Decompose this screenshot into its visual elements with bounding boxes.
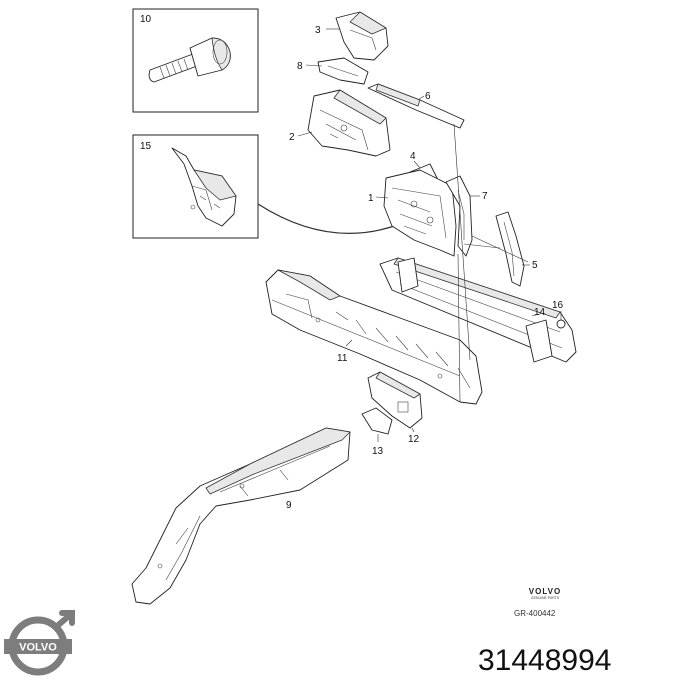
part-number: 31448994 bbox=[478, 644, 612, 677]
callout-2: 2 bbox=[289, 132, 295, 143]
inset-leader-curve bbox=[257, 203, 401, 234]
logo-text: VOLVO bbox=[19, 642, 57, 654]
callout-10: 10 bbox=[140, 14, 152, 25]
part-1-wheelhouse: 1 bbox=[368, 169, 457, 257]
callout-8: 8 bbox=[297, 61, 303, 72]
bolt-illustration bbox=[148, 37, 231, 83]
part-8-bracket: 8 bbox=[297, 57, 369, 85]
brand-name: VOLVO bbox=[528, 587, 562, 596]
assembly-guide-lines bbox=[453, 123, 529, 403]
callout-6: 6 bbox=[425, 91, 431, 102]
callout-4: 4 bbox=[410, 151, 416, 162]
callout-12: 12 bbox=[408, 434, 420, 445]
part-9-side-member: 9 bbox=[131, 427, 351, 605]
callout-3: 3 bbox=[315, 25, 321, 36]
callout-5: 5 bbox=[532, 260, 538, 271]
volvo-iron-mark-icon: VOLVO bbox=[4, 610, 75, 676]
part-6-rail: 6 bbox=[367, 83, 465, 129]
inset-box-bolt: 10 bbox=[132, 8, 259, 113]
part-16-nut: 16 bbox=[552, 300, 566, 329]
callout-16: 16 bbox=[552, 300, 564, 311]
callout-13: 13 bbox=[372, 446, 384, 457]
bracket-illustration bbox=[171, 147, 237, 227]
inset-box-bracket: 15 bbox=[132, 134, 259, 239]
callout-7: 7 bbox=[482, 191, 488, 202]
callout-15: 15 bbox=[140, 141, 152, 152]
part-13-mount: 13 bbox=[361, 407, 393, 457]
brand-subtitle: GENUINE PARTS bbox=[530, 596, 560, 600]
callout-11: 11 bbox=[337, 353, 348, 364]
part-11-rear-panel: 11 bbox=[265, 269, 483, 405]
part-3-gusset: 3 bbox=[315, 11, 389, 61]
diagram-reference: GR-400442 bbox=[514, 609, 556, 618]
part-12-bracket: 12 bbox=[367, 371, 423, 445]
callout-1: 1 bbox=[368, 193, 374, 204]
callout-9: 9 bbox=[286, 500, 292, 511]
part-7-strut: 7 bbox=[445, 175, 488, 257]
volvo-genuine-parts-mark: VOLVO GENUINE PARTS bbox=[515, 587, 575, 601]
callout-14: 14 bbox=[534, 307, 546, 318]
part-5-brace: 5 bbox=[495, 211, 538, 287]
part-14-crossmember: 14 bbox=[379, 257, 577, 363]
part-2-panel: 2 bbox=[289, 89, 391, 157]
